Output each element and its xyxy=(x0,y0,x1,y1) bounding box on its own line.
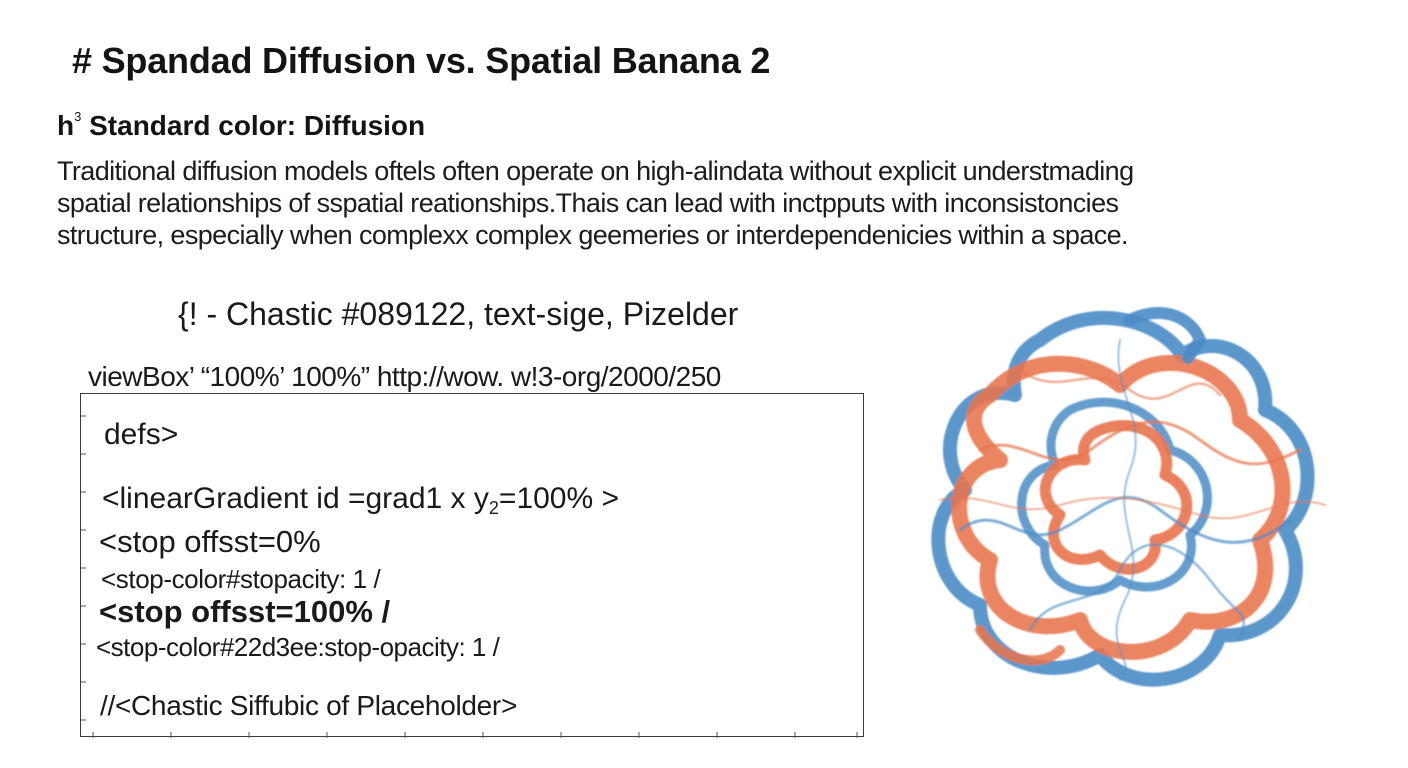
swirl-thin-orange-2 xyxy=(1018,368,1222,400)
swirl-orange-hook xyxy=(975,625,1065,666)
page-title: # Spandad Diffusion vs. Spatial Banana 2 xyxy=(72,40,771,81)
paragraph-line-1: Traditional diffusion models oftels ofte… xyxy=(57,156,1134,186)
code-line-stop-0: <stop offsst=0% xyxy=(99,524,321,559)
swirl-thin-blue-1 xyxy=(958,495,1292,544)
paragraph-line-3: structure, especially when complexx comp… xyxy=(57,220,1129,250)
swirl-orange-outer xyxy=(951,354,1291,660)
swirl-thin-orange-3 xyxy=(939,496,1326,520)
code-line-stop-color-1: <stop-color#stopacity: 1 / xyxy=(101,564,381,594)
swirl-thin-orange-1 xyxy=(978,420,1302,466)
code-line-linear-gradient-end: =100% > xyxy=(498,482,620,515)
code-line-linear-gradient: <linearGradient id =grad1 x y2=100% > xyxy=(102,482,619,519)
code-line-stop-100: <stop offsst=100% / xyxy=(99,594,391,629)
code-line-defs: defs> xyxy=(104,418,179,451)
paragraph-line-2: spatial relationships of sspatial reatio… xyxy=(57,188,1119,218)
swirl-blue-hook xyxy=(1124,306,1206,364)
section-heading-text: Standard color: Diffusion xyxy=(81,110,426,141)
diffusion-swirl-illustration xyxy=(931,306,1326,687)
section-heading-prefix: h xyxy=(57,110,75,141)
code-line-linear-gradient-sub: 2 xyxy=(488,498,499,518)
viewbox-line: viewBox’ “100%’ 100%” http://wow. w!3-or… xyxy=(88,361,721,392)
code-box: defs> <linearGradient id =grad1 x y2=100… xyxy=(80,393,864,738)
swirl-thin-blue-3 xyxy=(1115,339,1137,681)
code-comment-line: {! - Chastic #089122, text-sige, Pizelde… xyxy=(178,296,739,332)
swirl-thin-blue-2 xyxy=(1028,543,1245,642)
swirl-blue-outer xyxy=(931,311,1315,687)
code-line-comment: //<Chastic Siffubic of Placeholder> xyxy=(100,690,518,721)
code-line-linear-gradient-main: <linearGradient id =grad1 x y xyxy=(102,482,489,515)
section-heading-prefix-sup: 3 xyxy=(74,108,82,124)
swirl-orange-inner xyxy=(1039,420,1193,575)
section-heading: h3 Standard color: Diffusion xyxy=(57,108,426,142)
code-line-stop-color-2: <stop-color#22d3ee:stop-opacity: 1 / xyxy=(96,632,500,662)
intro-paragraph: Traditional diffusion models oftels ofte… xyxy=(57,155,1357,251)
